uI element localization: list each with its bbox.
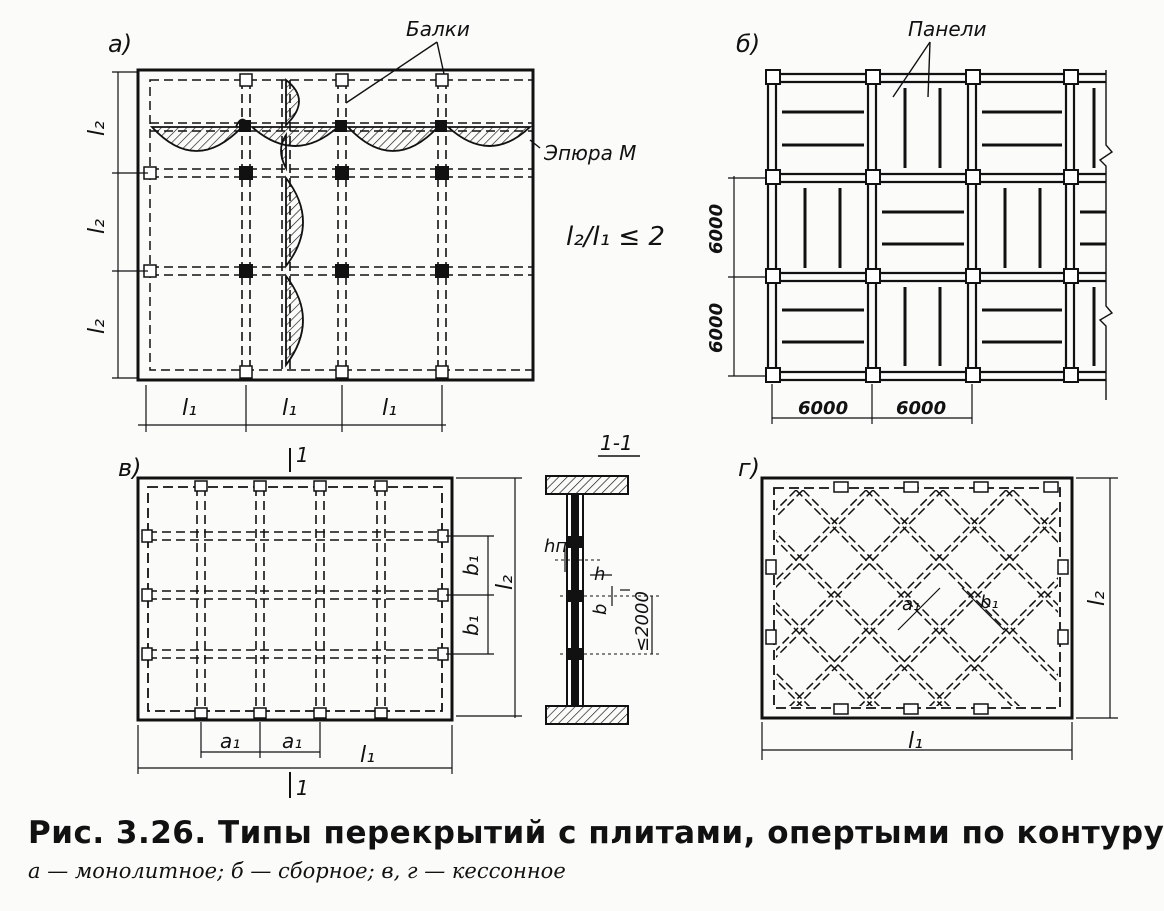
grid-a1-2: a₁ (282, 729, 302, 753)
section-mark-bottom: 1 (296, 776, 309, 800)
rib-height-label: h (594, 564, 605, 585)
diagonal-rib (776, 601, 881, 706)
span-l2-v: l₂ (493, 575, 518, 590)
panel-b-precast (728, 41, 1114, 424)
span-l1-a2: l₁ (282, 396, 297, 421)
span-l2-a2: l₂ (85, 219, 110, 234)
span-l2-a3: l₂ (85, 319, 110, 334)
panel-g-dimensions (761, 477, 1118, 760)
panel-b-columns (765, 69, 1079, 383)
moment-diagram-vertical (280, 78, 304, 368)
figure-caption: Рис. 3.26. Типы перекрытий с плитами, оп… (28, 815, 1164, 883)
panel-a-label: а) (108, 30, 132, 58)
diagonal-rib (1146, 490, 1164, 750)
grid-a1-g: a₁ (902, 594, 920, 615)
diagonal-rib (1005, 490, 1058, 544)
span-l1-v: l₁ (360, 743, 375, 768)
grid-b1-g: b₁ (980, 592, 999, 613)
span-l1-a3: l₁ (382, 396, 397, 421)
diagonal-rib (795, 490, 1014, 706)
panel-b-ribs-vertical (803, 88, 1096, 366)
diagonal-rib (935, 583, 1058, 706)
diagonal-rib (795, 490, 1014, 706)
span-l2-g: l₂ (1085, 591, 1110, 606)
ratio-label: l₂/l₁ ≤ 2 (566, 222, 665, 252)
beams-label: Балки (406, 17, 470, 41)
panel-a-columns (239, 120, 449, 278)
diagonal-rib (263, 490, 523, 750)
grid-a1-1: a₁ (220, 729, 240, 753)
slab-thickness-label: hп (544, 536, 567, 557)
diagonal-rib (776, 538, 944, 706)
dim-6000-v2: 6000 (706, 303, 727, 353)
diagonal-rib (865, 490, 1058, 684)
beams-leader-lines (345, 41, 541, 149)
panel-g-coffered-diagonal (263, 476, 1164, 760)
diagonal-rib (1076, 490, 1164, 750)
span-l1-a1: l₁ (182, 396, 197, 421)
diagonal-rib (928, 576, 1058, 706)
figure-drawing: а) Балки Эпюра М l₂/l₁ ≤ 2 l₁ l₁ l₁ l₂ l… (85, 17, 1118, 800)
panels-leader-lines (892, 41, 931, 98)
grid-b1-2: b₁ (459, 615, 483, 636)
diagonal-rib (935, 490, 1058, 614)
diagonal-rib (1153, 490, 1164, 750)
diagonal-rib (776, 531, 951, 706)
dim-6000-h1: 6000 (798, 398, 848, 419)
moment-diagram-horizontal (149, 118, 533, 152)
panel-v-coffered (136, 448, 522, 798)
panel-a-monolithic (112, 41, 541, 432)
rib-spacing-label: ≤2000 (632, 591, 653, 652)
panel-b-girders (766, 72, 1106, 382)
dim-6000-h2: 6000 (896, 398, 946, 419)
panel-g-label: г) (738, 454, 760, 482)
panel-v-label: в) (118, 454, 142, 482)
panel-a-dimensions (112, 71, 446, 432)
panel-g-diagonal-ribs (263, 490, 1164, 750)
section-label: 1-1 (600, 431, 633, 455)
span-l2-a1: l₂ (85, 121, 110, 136)
panel-g-supports (765, 481, 1069, 715)
moment-diagram-label: Эпюра М (543, 141, 636, 165)
panel-v-ribs (148, 487, 442, 711)
panel-b-ribs-horizontal (782, 110, 1106, 344)
dim-6000-v1: 6000 (706, 204, 727, 254)
span-l1-g: l₁ (908, 729, 923, 754)
panels-label: Панели (908, 17, 986, 41)
panel-b-dimensions (728, 176, 973, 424)
panel-b-break-lines (1098, 70, 1114, 400)
diagonal-rib (872, 490, 1058, 677)
diagonal-rib (865, 513, 1058, 706)
section-1-1 (545, 455, 660, 725)
section-mark-top: 1 (296, 443, 309, 467)
grid-b1-1: b₁ (459, 555, 483, 576)
diagonal-rib (802, 490, 1021, 706)
rib-width-label: b (590, 604, 611, 615)
diagonal-rib (788, 490, 1007, 706)
caption-title: Рис. 3.26. Типы перекрытий с плитами, оп… (28, 815, 1164, 851)
panel-v-supports (141, 480, 449, 719)
diagonal-rib (776, 490, 944, 659)
panel-b-label: б) (736, 30, 760, 58)
panel-v-dimensions (137, 477, 522, 774)
diagonal-rib (1083, 490, 1164, 750)
diagonal-rib (776, 490, 937, 652)
diagonal-rib (1012, 490, 1058, 537)
diagonal-rib (858, 506, 1058, 706)
figure-labels: а) Балки Эпюра М l₂/l₁ ≤ 2 l₁ l₁ l₁ l₂ l… (85, 17, 1110, 800)
diagonal-rib (776, 608, 874, 706)
caption-subtitle: а — монолитное; б — сборное; в, г — кесс… (28, 859, 566, 883)
